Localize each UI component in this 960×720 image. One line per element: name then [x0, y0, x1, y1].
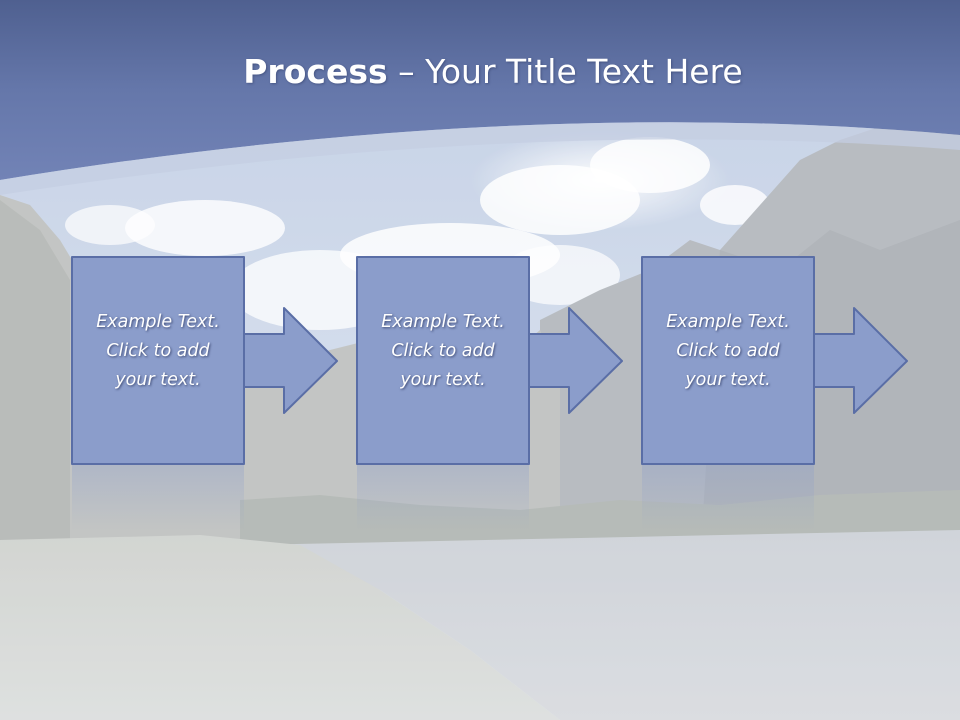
title-bold-part: Process [243, 52, 388, 91]
step-text-line: your text. [400, 370, 486, 390]
lake [250, 530, 960, 720]
step-text[interactable]: Example Text. Click to add your text. [73, 308, 243, 395]
step-text[interactable]: Example Text. Click to add your text. [358, 308, 528, 395]
step-text-line: Click to add [106, 341, 210, 361]
header-band [0, 0, 960, 180]
arrow-callout-shape [356, 256, 623, 531]
process-step-1[interactable]: Example Text. Click to add your text. [71, 256, 338, 546]
step-text-line: Click to add [391, 341, 495, 361]
header-arc-highlight [0, 122, 960, 195]
mountain-left-shadow [0, 200, 70, 560]
step-text-line: Example Text. [381, 312, 505, 332]
step-text-line: Example Text. [96, 312, 220, 332]
slide-title[interactable]: Process – Your Title Text Here [0, 52, 960, 91]
step-text-line: Click to add [676, 341, 780, 361]
step-text[interactable]: Example Text. Click to add your text. [643, 308, 813, 395]
step-text-line: Example Text. [666, 312, 790, 332]
process-step-2[interactable]: Example Text. Click to add your text. [356, 256, 623, 546]
meadow [0, 535, 560, 720]
process-step-3[interactable]: Example Text. Click to add your text. [641, 256, 908, 546]
step-text-line: your text. [685, 370, 771, 390]
arrow-callout-shape [71, 256, 338, 531]
step-text-line: your text. [115, 370, 201, 390]
title-rest-part: – Your Title Text Here [387, 52, 743, 91]
arrow-callout-shape [641, 256, 908, 531]
